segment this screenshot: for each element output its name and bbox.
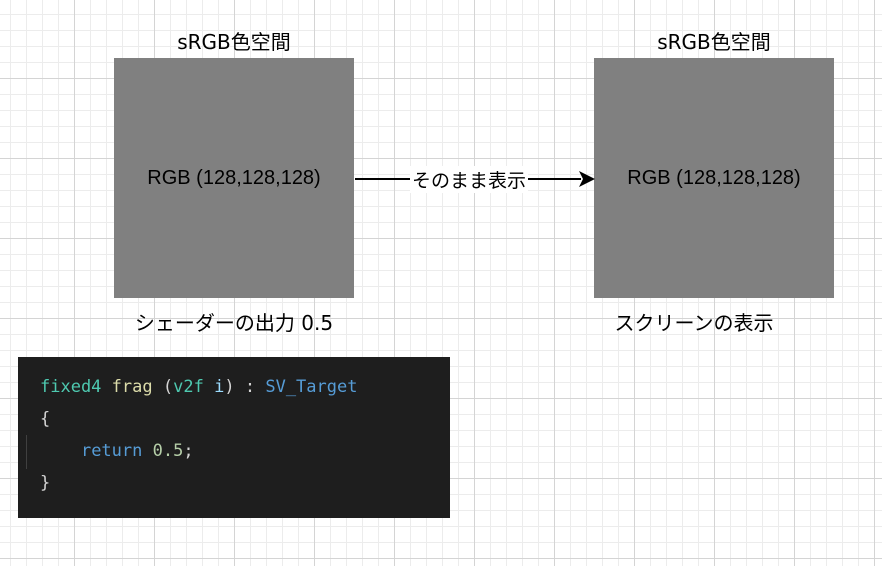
code-open-paren: (: [162, 377, 174, 397]
code-colon: :: [244, 377, 256, 397]
left-box-text: RGB (128,128,128): [147, 166, 321, 189]
arrow-label: そのまま表示: [410, 166, 529, 193]
code-param-name: i: [214, 377, 225, 397]
left-caption: シェーダーの出力 0.5: [134, 311, 334, 335]
left-space-label: sRGB色空間: [177, 30, 291, 54]
code-close-paren: ): [224, 377, 235, 397]
code-return-keyword: return: [80, 441, 143, 461]
code-return-value: 0.5: [152, 441, 184, 461]
code-semantic: SV_Target: [265, 377, 358, 397]
code-block: fixed4 frag (v2f i) : SV_Target { return…: [18, 357, 450, 518]
code-semicolon: ;: [183, 441, 194, 461]
arrowhead-icon: [579, 171, 595, 187]
indent-guide: [26, 435, 27, 469]
right-space-label: sRGB色空間: [657, 30, 771, 54]
code-line-2: {: [40, 409, 51, 429]
right-color-box: RGB (128,128,128): [594, 58, 834, 298]
left-color-box: RGB (128,128,128): [114, 58, 354, 298]
code-return-type: fixed4: [40, 377, 102, 397]
code-line-4: }: [40, 473, 51, 493]
code-param-type: v2f: [173, 377, 204, 397]
right-caption: スクリーンの表示: [614, 311, 774, 335]
code-line-1: fixed4 frag (v2f i) : SV_Target: [40, 371, 450, 403]
right-box-text: RGB (128,128,128): [627, 166, 801, 189]
code-line-3: return 0.5;: [40, 435, 450, 467]
code-function-name: frag: [111, 377, 153, 397]
